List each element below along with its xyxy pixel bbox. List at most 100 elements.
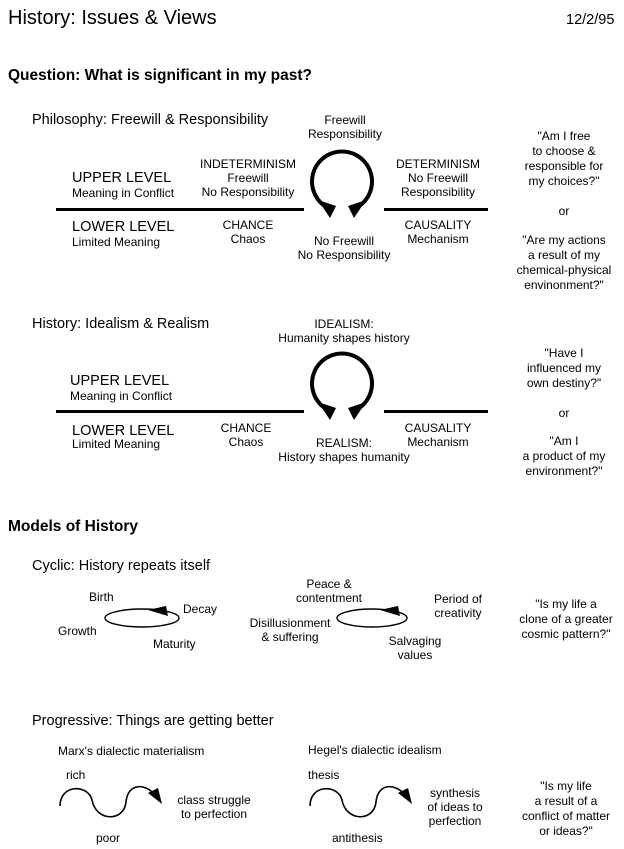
history-heading: History: Idealism & Realism [32, 316, 210, 332]
history-or: or [558, 406, 570, 420]
salvaging-line: Salvaging [388, 634, 442, 648]
quote-line: "Is my life [540, 779, 592, 793]
quote-line: responsible for [524, 159, 604, 173]
idealism-line: IDEALISM: [314, 317, 374, 331]
bottom-label-line: No Freewill [313, 234, 374, 248]
hegel-end-line: perfection [428, 813, 482, 828]
quote-line: conflict of matter [521, 809, 611, 823]
quote-line: my choices?" [528, 174, 600, 188]
realism-line: REALISM: [315, 436, 372, 450]
causality-line: Mechanism [407, 231, 469, 246]
quote-line: "Are my actions [522, 233, 606, 247]
history-cycle-arc [310, 351, 374, 412]
salvaging-line: values [397, 647, 433, 662]
marx-rich: rich [66, 768, 86, 782]
quote-line: a result of my [527, 248, 601, 262]
indeterminism-line: No Responsibility [201, 184, 295, 199]
hegel-thesis: thesis [308, 768, 340, 782]
philosophy-heading: Philosophy: Freewill & Responsibility [32, 112, 269, 128]
quote-line: a result of a [534, 794, 598, 808]
cycle-birth: Birth [89, 590, 114, 604]
models-heading: Models of History [8, 518, 139, 535]
history-arrowhead-right [348, 402, 366, 420]
cycle-maturity: Maturity [153, 637, 196, 651]
cycle-decay: Decay [183, 602, 218, 616]
causality-line: CAUSALITY [404, 421, 472, 435]
page-title: History: Issues & Views [8, 7, 217, 29]
cycle-peace: Peace & contentment [282, 577, 376, 606]
philosophy-upper-level: UPPER LEVEL [72, 170, 172, 186]
question-heading: Question: What is significant in my past… [8, 67, 312, 84]
history-lower-sub: Limited Meaning [72, 437, 161, 451]
philosophy-quote-free: "Am I free to choose & responsible for m… [508, 129, 620, 189]
philosophy-bottom-label: No Freewill No Responsibility [284, 234, 404, 263]
hegel-wave [309, 785, 405, 818]
causality-line: CAUSALITY [404, 218, 472, 232]
philosophy-lower-level: LOWER LEVEL [72, 219, 175, 235]
hegel-arrowhead [398, 788, 412, 804]
quote-line: environment?" [525, 464, 603, 478]
indeterminism-line: INDETERMINISM [200, 157, 296, 171]
quote-line: envinonment?" [524, 278, 604, 292]
hegel-antithesis: antithesis [332, 831, 383, 845]
peace-line: Peace & [306, 577, 352, 591]
quote-line: chemical-physical [516, 263, 612, 277]
marx-end: class struggle to perfection [168, 793, 260, 822]
causality-line: Mechanism [407, 434, 469, 449]
cycle-disillusion: Disillusionment & suffering [242, 616, 338, 645]
marx-wave [59, 785, 155, 818]
history-upper-level: UPPER LEVEL [70, 373, 170, 389]
quote-line: or ideas?" [539, 824, 593, 838]
marx-title: Marx's dialectic materialism [58, 744, 205, 758]
hegel-title: Hegel's dialectic idealism [308, 743, 442, 757]
philosophy-upper-sub: Meaning in Conflict [72, 186, 175, 200]
quote-line: to choose & [532, 144, 596, 158]
progressive-heading: Progressive: Things are getting better [32, 713, 274, 729]
philosophy-quote-actions: "Are my actions a result of my chemical-… [508, 233, 620, 293]
realism-label: REALISM: History shapes humanity [264, 436, 424, 465]
quote-line: cosmic pattern?" [521, 627, 611, 641]
top-label-line: Freewill [324, 113, 366, 127]
indeterminism-label: INDETERMINISM Freewill No Responsibility [190, 157, 306, 199]
chance-line: Chaos [228, 434, 264, 449]
cycle2-ellipse [336, 608, 408, 628]
creativity-line: creativity [434, 605, 482, 620]
hegel-end: synthesis of ideas to perfection [418, 786, 492, 828]
philosophy-chance-label: CHANCE Chaos [208, 218, 288, 247]
progressive-quote: "Is my life a result of a conflict of ma… [508, 779, 624, 839]
philosophy-divider-right [384, 208, 488, 211]
history-causality-label: CAUSALITY Mechanism [392, 421, 484, 450]
disillusion-line: & suffering [261, 629, 319, 644]
determinism-label: DETERMINISM No Freewill Responsibility [384, 157, 492, 199]
history-arrowhead-left [318, 402, 336, 420]
philosophy-cycle-arc [310, 149, 374, 210]
quote-line: own destiny?" [526, 376, 602, 390]
quote-line: clone of a greater [519, 612, 613, 626]
cyclic-quote: "Is my life a clone of a greater cosmic … [508, 597, 624, 642]
history-quote-product: "Am I a product of my environment?" [508, 434, 620, 479]
cycle-growth: Growth [58, 624, 97, 638]
indeterminism-line: Freewill [227, 170, 269, 185]
determinism-line: No Freewill [407, 170, 468, 185]
marx-poor: poor [96, 831, 121, 845]
history-chance-label: CHANCE Chaos [206, 421, 286, 450]
cycle1-ellipse [104, 608, 180, 628]
marx-arrowhead [148, 788, 162, 804]
determinism-line: DETERMINISM [396, 157, 480, 171]
quote-line: "Have I [544, 346, 584, 360]
idealism-line: Humanity shapes history [278, 330, 410, 345]
philosophy-or: or [558, 204, 570, 218]
bottom-label-line: No Responsibility [297, 247, 391, 262]
idealism-label: IDEALISM: Humanity shapes history [264, 317, 424, 346]
cycle-creativity: Period of creativity [420, 592, 496, 621]
quote-line: "Am I [549, 434, 579, 448]
hegel-end-line: synthesis [429, 786, 481, 800]
top-label-line: Responsibility [307, 126, 383, 141]
disillusion-line: Disillusionment [249, 616, 331, 630]
philosophy-lower-sub: Limited Meaning [72, 235, 161, 249]
determinism-line: Responsibility [400, 184, 476, 199]
history-lower-level: LOWER LEVEL [72, 423, 175, 439]
quote-line: a product of my [522, 449, 606, 463]
philosophy-causality-label: CAUSALITY Mechanism [392, 218, 484, 247]
